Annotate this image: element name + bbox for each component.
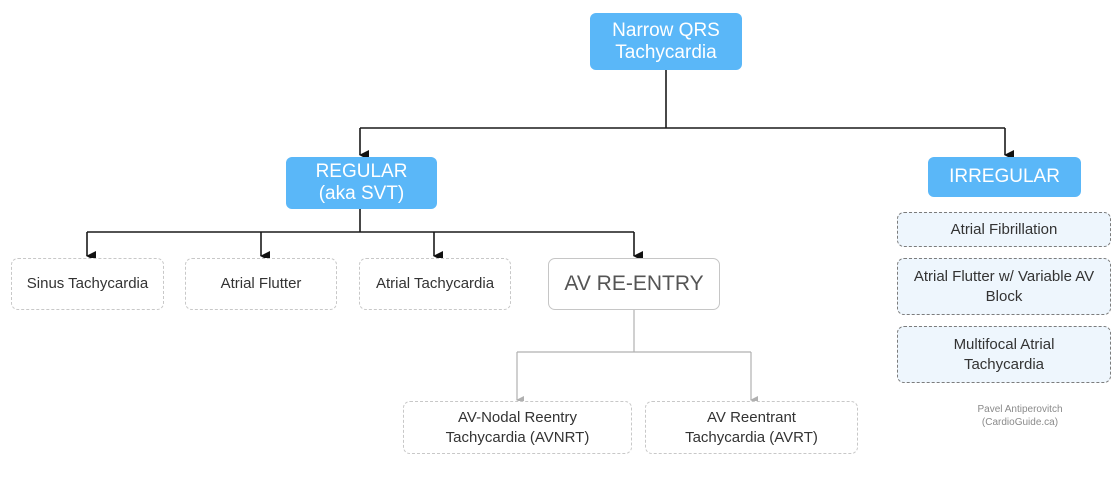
- irregular-node: IRREGULAR: [928, 157, 1081, 197]
- avnrt-node: AV-Nodal Reentry Tachycardia (AVNRT): [403, 401, 632, 454]
- regular-node: REGULAR (aka SVT): [286, 157, 437, 209]
- sinus-tachycardia-node: Sinus Tachycardia: [11, 258, 164, 310]
- narrow-qrs-tachycardia-node: Narrow QRS Tachycardia: [590, 13, 742, 70]
- multifocal-atrial-tachycardia-node: Multifocal Atrial Tachycardia: [897, 326, 1111, 383]
- atrial-flutter-variable-block-node: Atrial Flutter w/ Variable AV Block: [897, 258, 1111, 315]
- atrial-fibrillation-node: Atrial Fibrillation: [897, 212, 1111, 247]
- atrial-flutter-node: Atrial Flutter: [185, 258, 337, 310]
- atrial-tachycardia-node: Atrial Tachycardia: [359, 258, 511, 310]
- av-reentry-node: AV RE-ENTRY: [548, 258, 720, 310]
- author-credit: Pavel Antiperovitch (CardioGuide.ca): [977, 404, 1063, 428]
- avrt-node: AV Reentrant Tachycardia (AVRT): [645, 401, 858, 454]
